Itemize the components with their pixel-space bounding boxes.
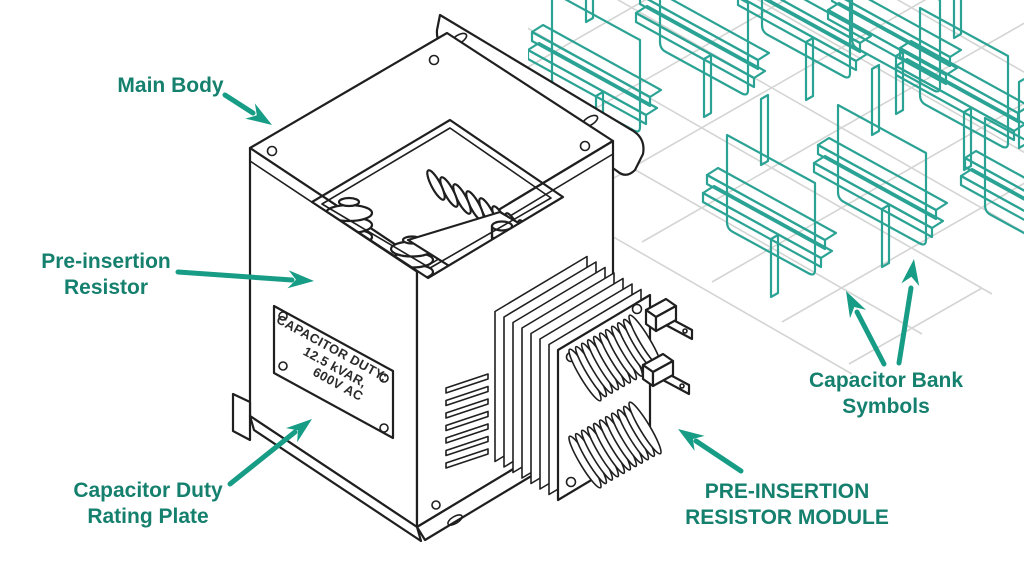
callout-arrows bbox=[175, 92, 920, 487]
screw bbox=[431, 500, 441, 510]
resistor-module-arrow bbox=[678, 429, 744, 474]
capacitor-symbol bbox=[634, 0, 771, 119]
rating-plate-label: Capacitor Duty Rating Plate bbox=[73, 479, 223, 528]
main-body-label-text: Main Body bbox=[117, 74, 224, 97]
spade-terminal bbox=[641, 352, 691, 396]
capacitor-bank-arrow-right bbox=[896, 259, 920, 366]
screw bbox=[579, 140, 591, 152]
resistor-module-illustration bbox=[494, 255, 694, 502]
main-body-illustration: CAPACITOR DUTY: 12.5 kVAR, 600V AC bbox=[231, 13, 645, 543]
pre-insertion-resistor-arrow bbox=[175, 269, 314, 289]
module-coil-upper bbox=[568, 314, 662, 402]
module-coil-lower bbox=[568, 401, 662, 489]
screw bbox=[428, 54, 440, 66]
main-body-arrow bbox=[222, 92, 272, 125]
main-body-label: Main Body bbox=[93, 73, 248, 99]
resistor-module-label: PRE-INSERTION RESISTOR MODULE bbox=[685, 480, 889, 529]
capacitor-symbol bbox=[812, 63, 949, 269]
capacitor-bank-arrow-left bbox=[846, 291, 887, 367]
vent-louvers bbox=[445, 373, 489, 469]
rating-plate-arrow bbox=[227, 419, 312, 487]
capacitor-bank-symbols-label: Capacitor Bank Symbols bbox=[808, 369, 964, 418]
screw bbox=[266, 145, 278, 157]
pre-insertion-resistor-label: Pre-insertion Resistor bbox=[41, 250, 171, 299]
cutaway-opening bbox=[310, 118, 565, 280]
spade-terminal bbox=[644, 297, 694, 341]
